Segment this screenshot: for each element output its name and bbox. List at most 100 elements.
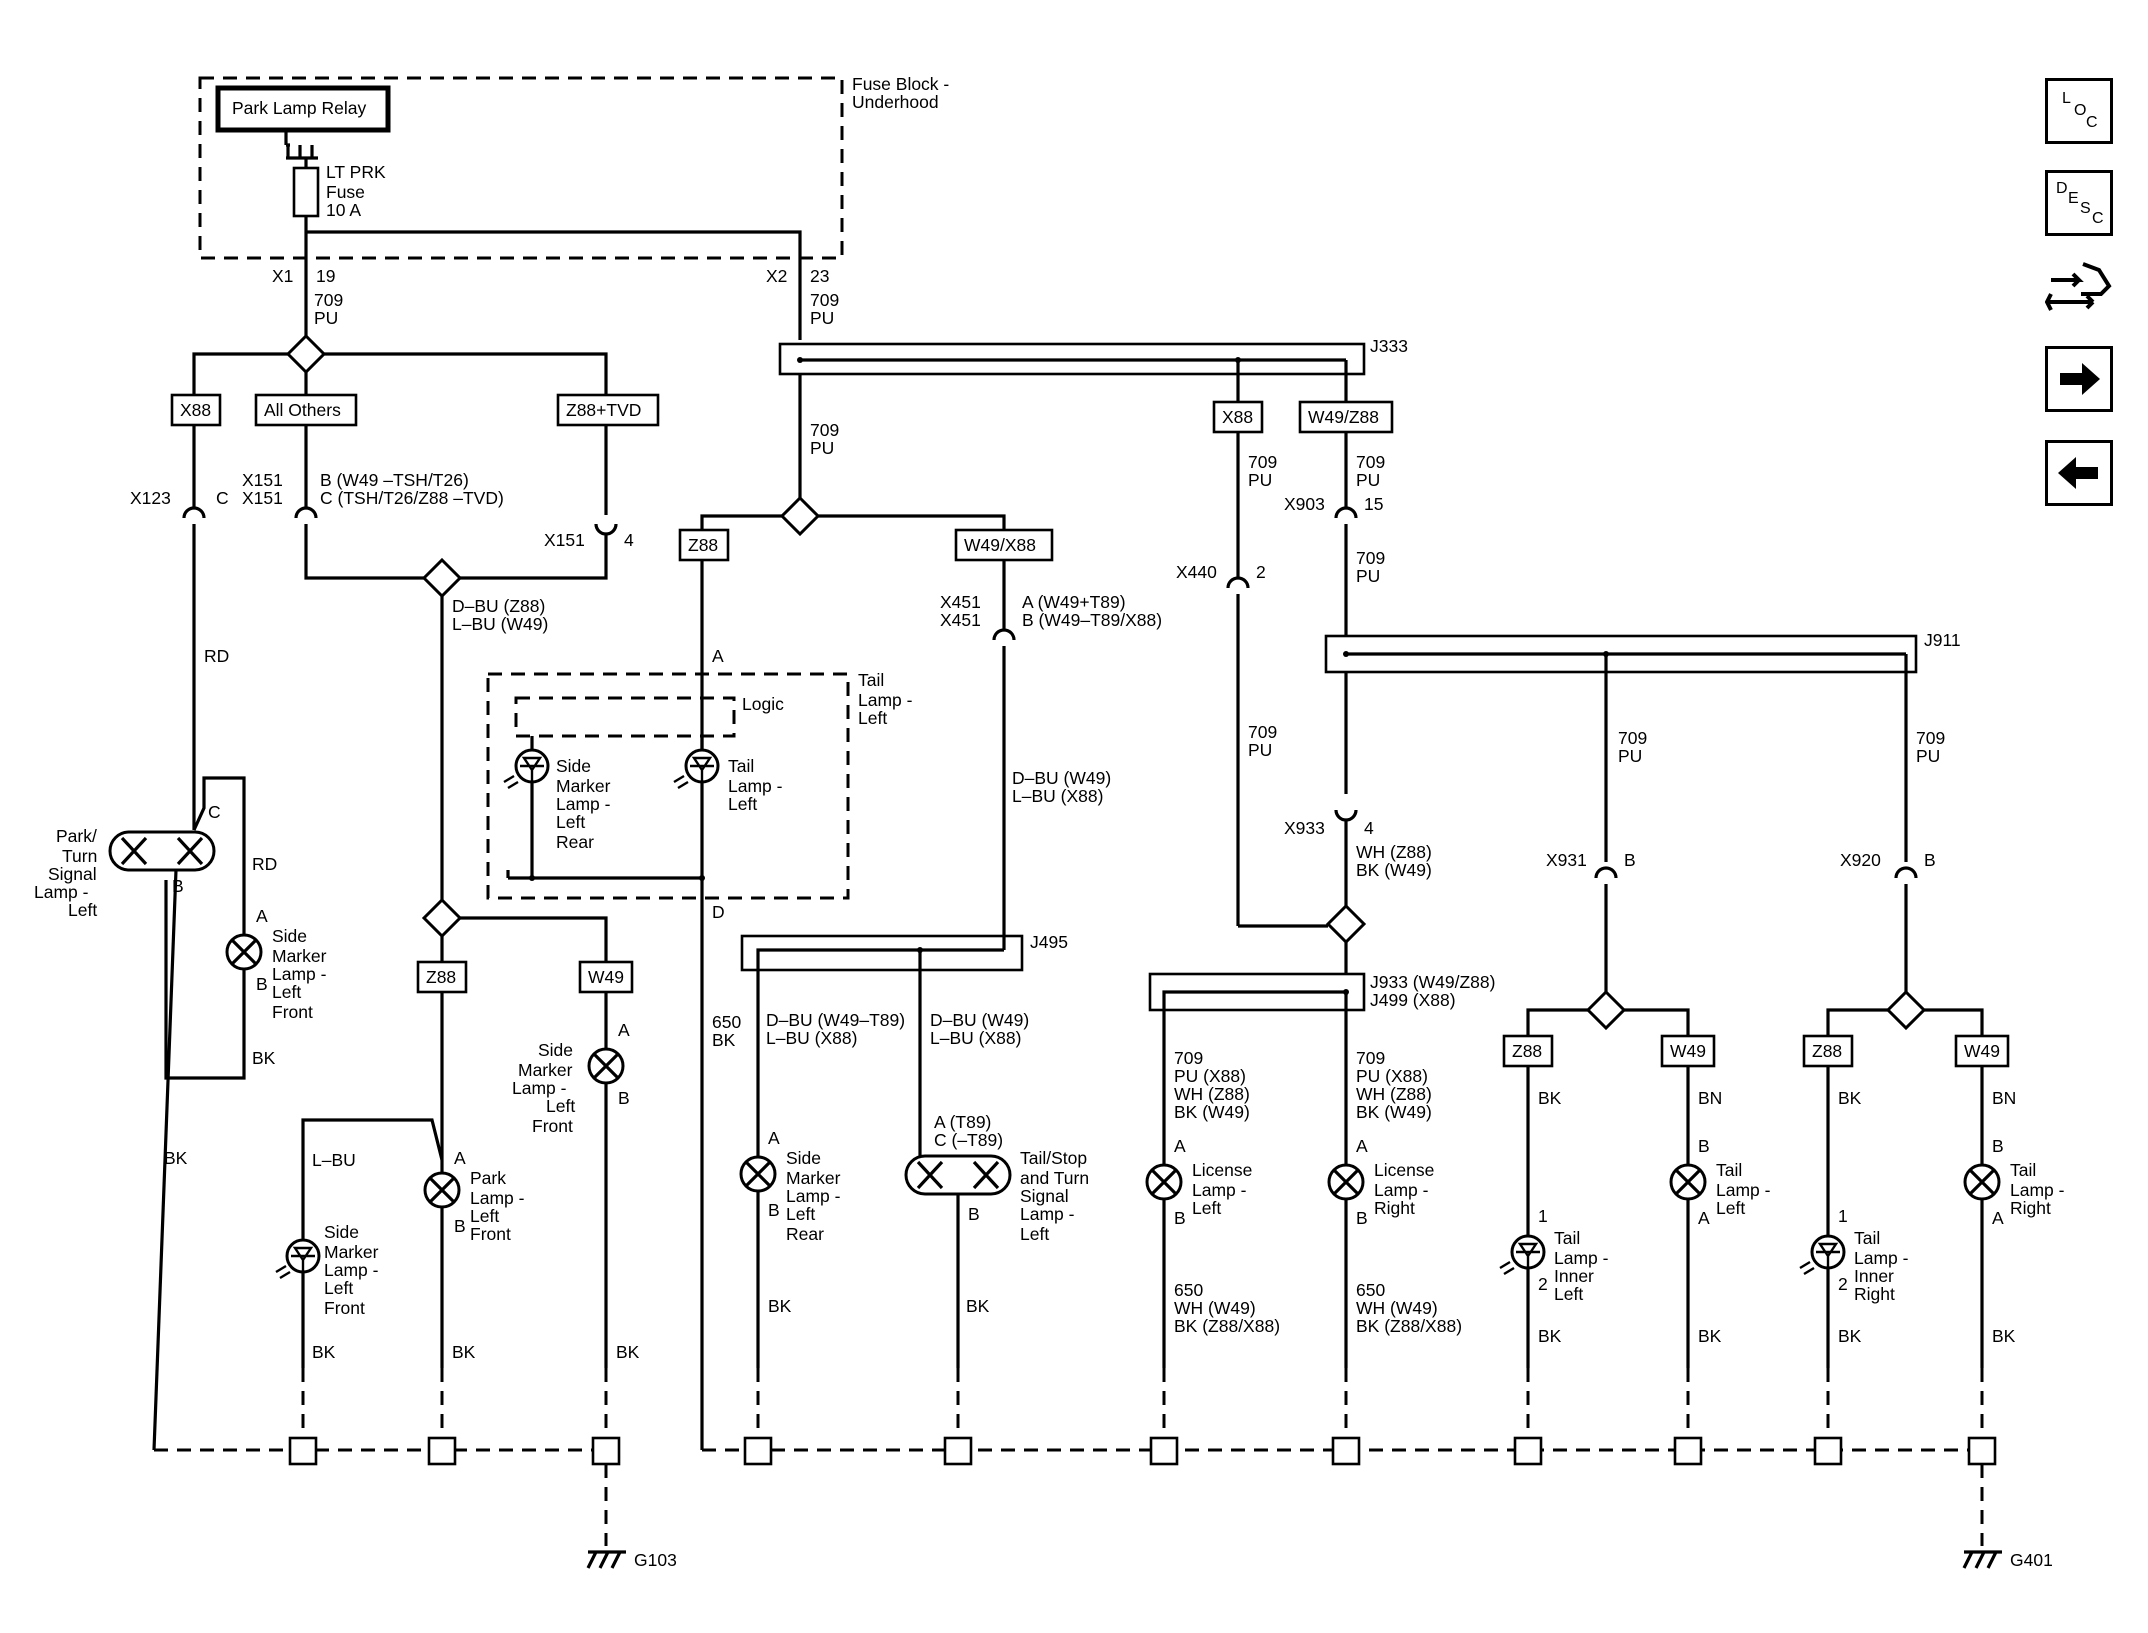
conn-x931-pin: B bbox=[1624, 850, 1636, 870]
wire-dbu-z88: D–BU (Z88) bbox=[452, 596, 545, 616]
desc-icon: D E S C bbox=[2056, 180, 2104, 227]
wire-709: 709 bbox=[1618, 728, 1647, 748]
wire-bk: BK bbox=[1992, 1326, 2016, 1346]
wire-709: 709 bbox=[810, 290, 839, 310]
wire-wh-z88: WH (Z88) bbox=[1174, 1084, 1250, 1104]
option-z88-label: Z88 bbox=[688, 535, 718, 555]
lamp-label: Rear bbox=[786, 1224, 824, 1244]
logic-label: Logic bbox=[742, 694, 784, 714]
pin-2: 2 bbox=[1838, 1274, 1848, 1294]
lamp-label: Park bbox=[470, 1168, 506, 1188]
option-box-x88 bbox=[170, 393, 222, 427]
lamp-label: Left bbox=[1192, 1198, 1221, 1218]
pin-a: A bbox=[1698, 1208, 1710, 1228]
wire-rd: RD bbox=[204, 646, 229, 666]
lamp-label: Lamp - bbox=[728, 776, 783, 796]
fuse-block-title: Fuse Block - bbox=[852, 74, 949, 94]
conn-x920: X920 bbox=[1840, 850, 1881, 870]
pin-a: A bbox=[712, 646, 724, 666]
forward-button[interactable] bbox=[2045, 346, 2113, 412]
option-z88-label: Z88 bbox=[1812, 1041, 1842, 1061]
back-button[interactable] bbox=[2045, 440, 2113, 506]
lamp-label: Marker bbox=[272, 946, 327, 966]
wire-pu: PU bbox=[314, 308, 338, 328]
conn-x151-pin: 4 bbox=[624, 530, 634, 550]
connector-tool-button[interactable] bbox=[2045, 256, 2113, 322]
option-box-z88 bbox=[678, 528, 730, 562]
lamp-label: Turn bbox=[62, 846, 97, 866]
x451-pins-2: B (W49–T89/X88) bbox=[1022, 610, 1162, 630]
option-diamond bbox=[1325, 903, 1367, 945]
wire-bk-w49: BK (W49) bbox=[1356, 860, 1432, 880]
splice-j933-label: J933 (W49/Z88) bbox=[1370, 972, 1495, 992]
connector-tool-icon bbox=[2045, 262, 2112, 311]
wire-bk-w49: BK (W49) bbox=[1174, 1102, 1250, 1122]
option-x88-label: X88 bbox=[180, 400, 211, 420]
tail-lamp-left-module[interactable] bbox=[486, 672, 850, 900]
splice-dot bbox=[529, 875, 535, 881]
option-box-z88-tvd bbox=[556, 393, 660, 427]
park-lamp-relay-box[interactable] bbox=[215, 85, 391, 133]
conn-x123: X123 bbox=[130, 488, 171, 508]
wire-lbu-x88: L–BU (X88) bbox=[766, 1028, 857, 1048]
wire-bk-z88-x88: BK (Z88/X88) bbox=[1174, 1316, 1280, 1336]
fuse-block-title-2: Underhood bbox=[852, 92, 939, 112]
module-label: Tail bbox=[858, 670, 884, 690]
lamp-label: Left bbox=[1554, 1284, 1583, 1304]
pin-b: B bbox=[256, 974, 268, 994]
conn-x933-pin: 4 bbox=[1364, 818, 1374, 838]
wire-dbu-w49-t89: D–BU (W49–T89) bbox=[766, 1010, 905, 1030]
lamp-label: Right bbox=[2010, 1198, 2051, 1218]
wire-lbu-x88: L–BU (X88) bbox=[1012, 786, 1103, 806]
conn-x2-pin: 23 bbox=[810, 266, 829, 286]
location-button[interactable]: L O C bbox=[2045, 78, 2113, 144]
wire-pu: PU bbox=[1916, 746, 1940, 766]
lamp-label: Lamp - bbox=[1020, 1204, 1075, 1224]
conn-x451: X451 bbox=[940, 592, 981, 612]
tail-stop-turn-lamp-left[interactable] bbox=[904, 1154, 1012, 1196]
wire-709: 709 bbox=[1174, 1048, 1203, 1068]
lamp-label: Lamp - bbox=[272, 964, 327, 984]
lamp-label: Marker bbox=[786, 1168, 841, 1188]
park-turn-signal-lamp-left[interactable] bbox=[108, 830, 216, 872]
lamp-label: Lamp - bbox=[324, 1260, 379, 1280]
lamp-label: Left bbox=[556, 812, 585, 832]
ground-g103-label: G103 bbox=[634, 1550, 677, 1570]
lamp-label: Lamp - bbox=[1554, 1248, 1609, 1268]
conn-x1: X1 bbox=[272, 266, 293, 286]
option-diamond bbox=[421, 557, 463, 599]
pin-b: B bbox=[172, 876, 184, 896]
lamp-label: Lamp - bbox=[786, 1186, 841, 1206]
lamp-label: Lamp - bbox=[2010, 1180, 2065, 1200]
x451-pins-1: A (W49+T89) bbox=[1022, 592, 1126, 612]
wire-709: 709 bbox=[1916, 728, 1945, 748]
lamp-label: Signal bbox=[1020, 1186, 1069, 1206]
lamp-label: Park/ bbox=[56, 826, 97, 846]
lt-prk-fuse[interactable] bbox=[292, 166, 320, 218]
lamp-label: Lamp - bbox=[1374, 1180, 1429, 1200]
lamp-label: Tail bbox=[2010, 1160, 2036, 1180]
wire-wh-z88: WH (Z88) bbox=[1356, 842, 1432, 862]
splice-j333-label: J333 bbox=[1370, 336, 1408, 356]
lamp-label: Lamp - bbox=[1854, 1248, 1909, 1268]
wire-bk: BK bbox=[616, 1342, 640, 1362]
wire-pu: PU bbox=[1248, 470, 1272, 490]
option-all-others-label: All Others bbox=[264, 400, 341, 420]
wire-650: 650 bbox=[712, 1012, 741, 1032]
wire-wh-w49: WH (W49) bbox=[1356, 1298, 1438, 1318]
description-button[interactable]: D E S C bbox=[2045, 170, 2113, 236]
option-diamond bbox=[285, 333, 327, 375]
conn-x151: X151 bbox=[544, 530, 585, 550]
wire-709: 709 bbox=[1356, 548, 1385, 568]
lamp-label: Right bbox=[1374, 1198, 1415, 1218]
lamp-label: Lamp - bbox=[34, 882, 89, 902]
lamp-label: Lamp - bbox=[1716, 1180, 1771, 1200]
lamp-label: Side bbox=[556, 756, 591, 776]
wire-709: 709 bbox=[810, 420, 839, 440]
pin-c: C bbox=[208, 802, 221, 822]
conn-x1-pin: 19 bbox=[316, 266, 335, 286]
splice-j495-label: J495 bbox=[1030, 932, 1068, 952]
wire-709: 709 bbox=[314, 290, 343, 310]
wire-rd: RD bbox=[252, 854, 277, 874]
back-arrow-icon bbox=[2058, 457, 2098, 489]
